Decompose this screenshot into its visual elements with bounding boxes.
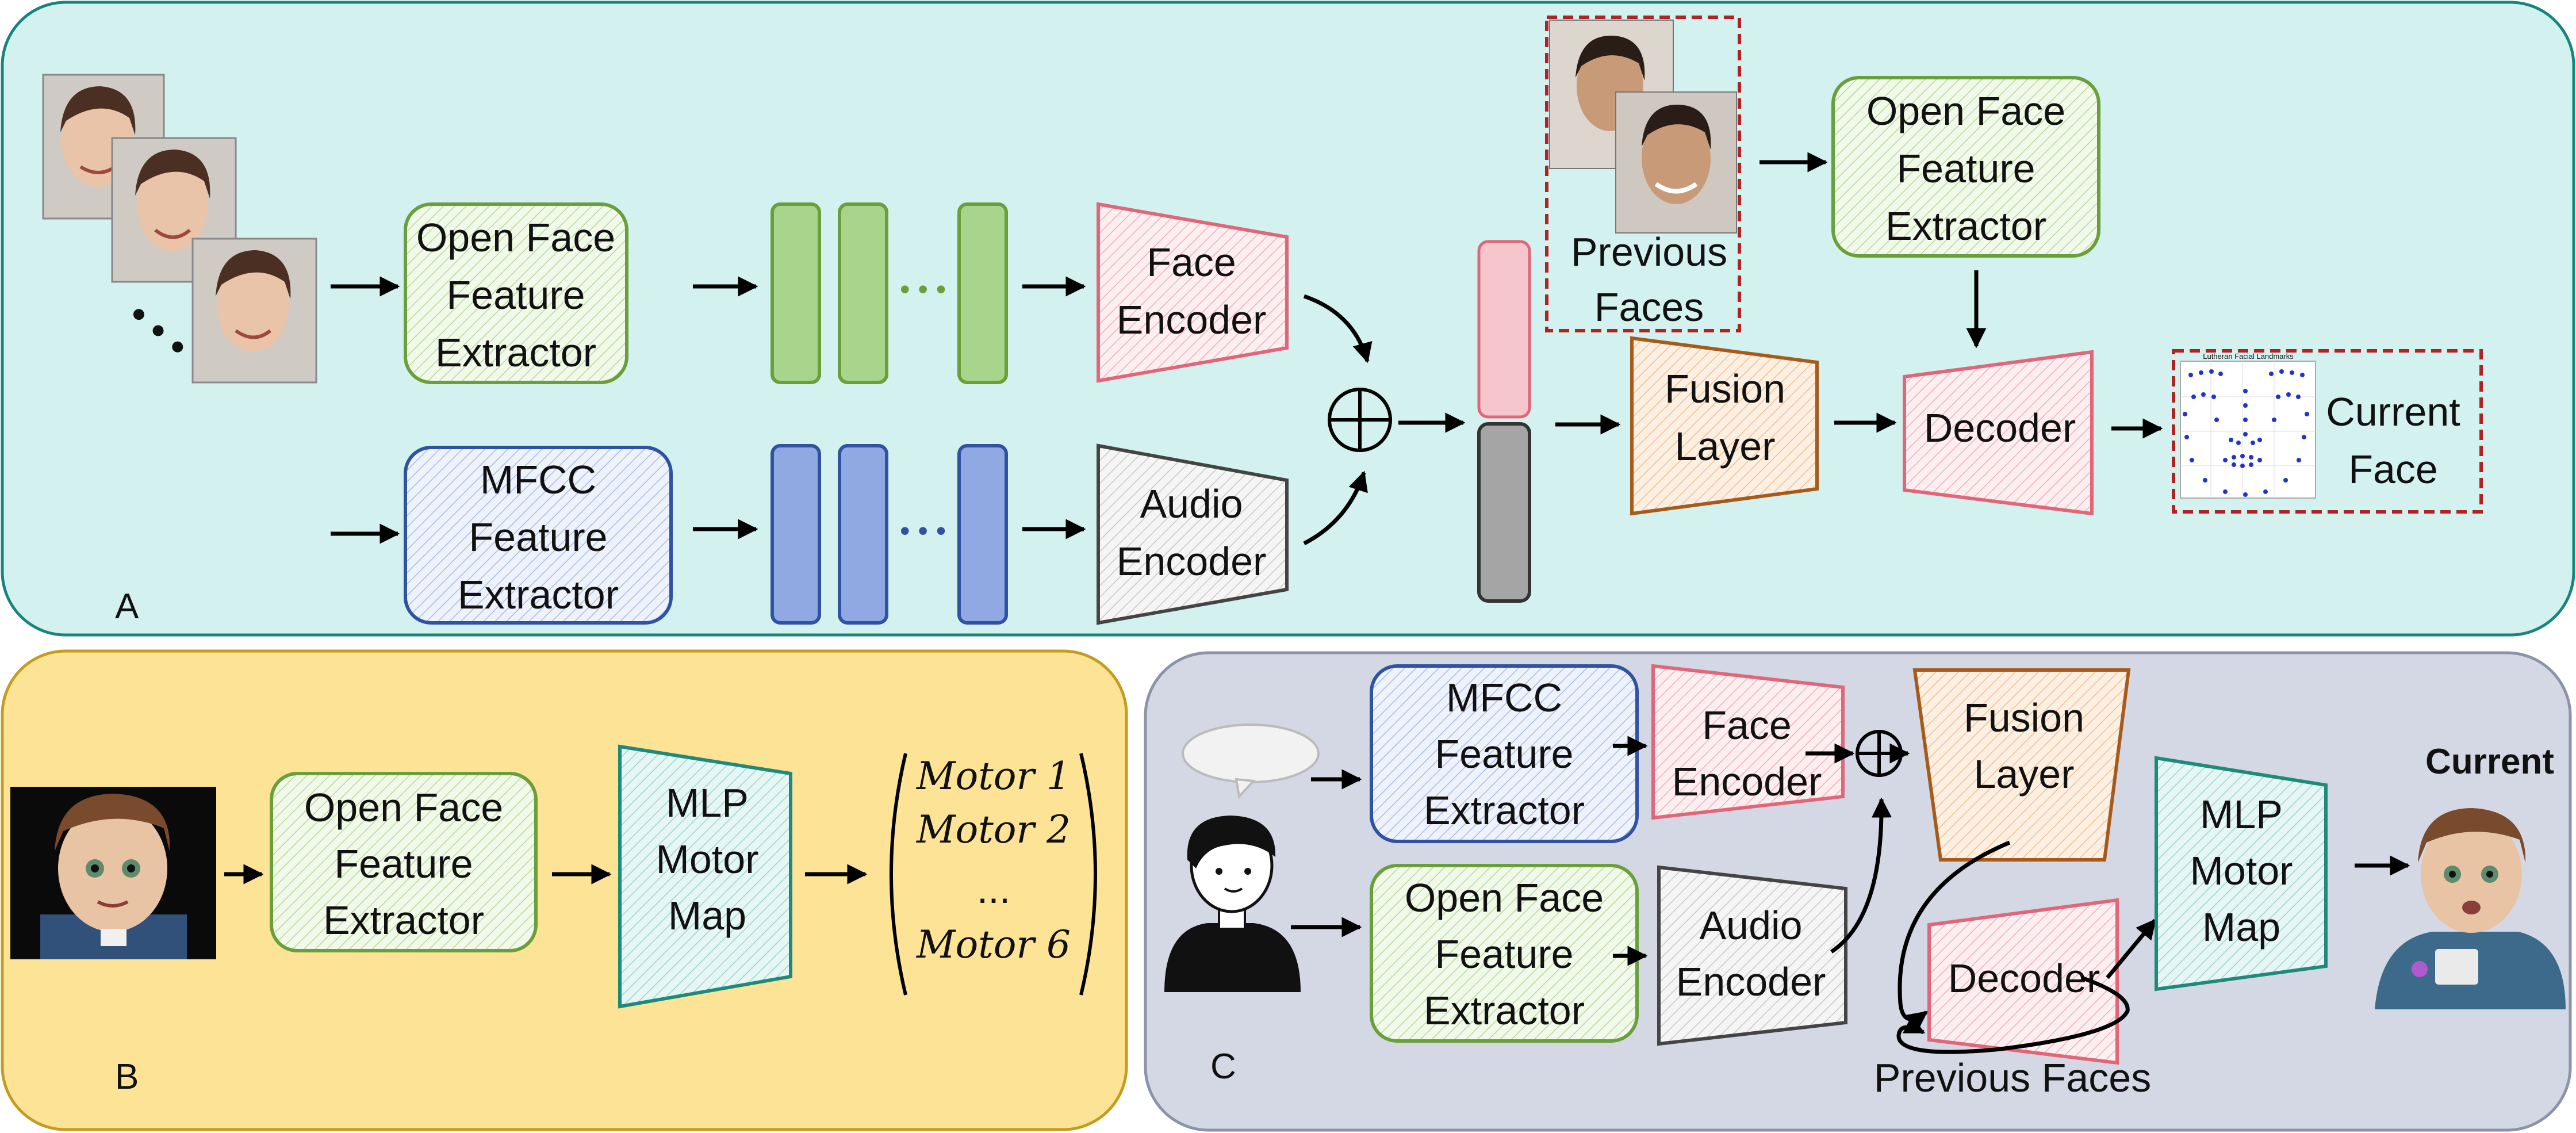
face-feature-bars: • • •	[770, 202, 1008, 384]
block-label: Extractor	[1885, 204, 2046, 248]
mlp-motor-map-block: MLP Motor Map	[618, 744, 792, 1009]
face-encoder-block: Face Encoder	[1097, 202, 1289, 383]
block-label: MFCC	[480, 457, 596, 502]
previous-faces-box: Previous Faces	[1545, 16, 1741, 332]
block-label: Encoder	[1672, 759, 1822, 804]
motor-entry: Motor 2	[916, 807, 1071, 852]
block-label: Feature	[446, 273, 585, 317]
block-label: Motor	[2190, 848, 2293, 893]
face-encoder-block: Face Encoder	[1651, 664, 1845, 820]
speech-bubble	[1182, 724, 1320, 799]
block-label: Face	[1147, 240, 1236, 285]
block-label: MLP	[666, 780, 749, 825]
openface-extractor-block: Open Face Feature Extractor	[270, 772, 538, 952]
current-face-label: Face	[2348, 447, 2438, 492]
oplus-symbol	[1856, 730, 1903, 777]
block-label: Fusion	[1665, 366, 1785, 411]
arrow	[1896, 975, 2130, 1054]
block-label: Decoder	[1924, 405, 2076, 450]
oplus-symbol	[1328, 388, 1392, 452]
audio-encoder-block: Audio Encoder	[1097, 443, 1289, 625]
panel-b-background	[1, 649, 1128, 1131]
motor-entry: Motor 1	[916, 754, 1071, 798]
fusion-layer-block: Fusion Layer	[1630, 336, 1819, 516]
robot-face	[10, 787, 216, 959]
openface-extractor-block: Open Face Feature Extractor	[1370, 864, 1639, 1043]
block-label: Extractor	[323, 898, 484, 943]
panel-c-letter: C	[1210, 1047, 1236, 1086]
block-label: Open Face	[1405, 875, 1604, 920]
mfcc-extractor-block: MFCC Feature Extractor	[404, 446, 673, 625]
block-label: Encoder	[1117, 297, 1267, 342]
block-label: Open Face	[416, 215, 615, 260]
block-label: Extractor	[435, 330, 596, 375]
block-label: Extractor	[1424, 788, 1585, 833]
block-label: Decoder	[1948, 956, 2100, 1001]
audio-waveform	[1198, 730, 1304, 776]
block-label: Layer	[1973, 752, 2074, 797]
block-label: Face	[1702, 703, 1792, 748]
previous-faces-label: Previous Faces	[1874, 1055, 2151, 1100]
decoder-block: Decoder	[1927, 898, 2119, 1065]
fusion-layer-block: Fusion Layer	[1912, 668, 2131, 862]
concatenated-feature-vector	[1477, 240, 1531, 603]
block-label: Open Face	[304, 785, 503, 830]
audio-encoder-block: Audio Encoder	[1657, 865, 1847, 1046]
current-label: Current	[2425, 742, 2554, 782]
block-label: Extractor	[458, 572, 619, 617]
block-label: Feature	[1435, 732, 1573, 776]
block-label: Extractor	[1424, 988, 1585, 1033]
block-label: MFCC	[1446, 675, 1562, 720]
landmark-plot: Lutheran Facial Landmarks	[2180, 352, 2316, 499]
panel-b: B Open Face Feature Extractor MLP Motor …	[1, 649, 1128, 1131]
block-label: Map	[2202, 905, 2280, 950]
previous-faces-label: Previous	[1571, 229, 1727, 274]
block-label: Feature	[334, 841, 473, 886]
motor-entry: Motor 6	[916, 923, 1071, 967]
face-photo	[191, 238, 317, 384]
audio-feature-bars: • • •	[770, 444, 1008, 625]
block-label: Motor	[656, 837, 759, 882]
block-label: Encoder	[1676, 959, 1826, 1004]
block-label: Audio	[1699, 903, 1802, 948]
arrow	[1303, 470, 1368, 546]
motor-vector: Motor 1 Motor 2 ... Motor 6	[890, 753, 1097, 996]
block-label: Audio	[1140, 481, 1243, 526]
block-label: Encoder	[1117, 539, 1267, 584]
arrow	[2106, 918, 2157, 979]
block-label: Map	[668, 893, 746, 938]
mlp-motor-map-block: MLP Motor Map	[2155, 756, 2328, 992]
previous-faces-label: Faces	[1594, 285, 1704, 330]
feature-ellipsis: • • •	[900, 515, 946, 547]
block-label: Feature	[469, 515, 607, 560]
motor-entry: ...	[977, 867, 1010, 912]
current-face-box: Lutheran Facial Landmarks	[2172, 349, 2483, 514]
mfcc-extractor-block: MFCC Feature Extractor	[1370, 664, 1639, 843]
panel-b-letter: B	[115, 1057, 139, 1097]
block-label: Layer	[1674, 424, 1775, 469]
panel-c: C	[1144, 651, 2572, 1132]
block-label: Open Face	[1866, 89, 2065, 133]
arrow	[1303, 294, 1373, 363]
landmark-plot-title: Lutheran Facial Landmarks	[2203, 352, 2294, 361]
arrow	[1830, 797, 1892, 954]
person-avatar	[1164, 816, 1301, 992]
panel-a: A • • •	[1, 1, 2575, 637]
block-label: Feature	[1435, 932, 1573, 977]
block-label: Fusion	[1964, 695, 2084, 740]
openface-extractor-block: Open Face Feature Extractor	[1831, 76, 2100, 258]
panel-c-background	[1144, 651, 2572, 1132]
panel-a-letter: A	[115, 587, 139, 626]
current-face-label: Current	[2326, 389, 2460, 434]
feature-ellipsis: • • •	[900, 273, 946, 305]
block-label: MLP	[2200, 792, 2283, 837]
block-label: Feature	[1896, 146, 2035, 191]
audio-waveform	[25, 503, 281, 561]
robot-face	[2375, 808, 2566, 1009]
face-photo	[1615, 91, 1737, 234]
decoder-block: Decoder	[1903, 350, 2094, 516]
openface-extractor-block: Open Face Feature Extractor	[404, 202, 628, 384]
